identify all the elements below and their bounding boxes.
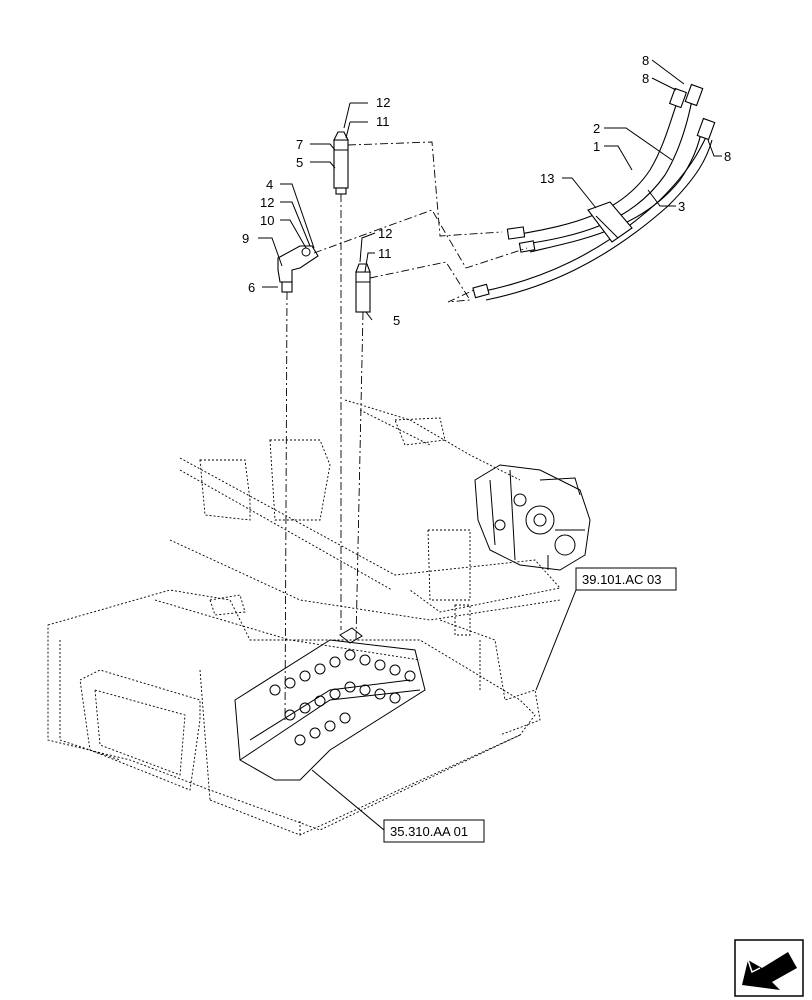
callout-12-top: 12 <box>376 95 390 110</box>
elbow-fitting <box>277 245 319 293</box>
navigation-arrow-icon[interactable] <box>734 939 804 997</box>
callout-5-top: 5 <box>296 155 303 170</box>
callout-3: 3 <box>678 199 685 214</box>
callout-11-top: 11 <box>376 114 390 129</box>
reference-label-top[interactable]: 39.101.AC 03 <box>582 572 662 587</box>
callouts: 12 11 7 5 4 12 10 9 6 12 11 5 8 8 8 2 1 … <box>242 53 731 328</box>
callout-8-a: 8 <box>642 53 649 68</box>
callout-2: 2 <box>593 121 600 136</box>
callout-10: 10 <box>260 213 274 228</box>
callout-1: 1 <box>593 139 600 154</box>
control-valve <box>234 627 426 781</box>
hose-assembly <box>472 83 716 301</box>
callout-5-middle: 5 <box>393 313 400 328</box>
callout-13: 13 <box>540 171 554 186</box>
chassis-frame <box>47 399 561 836</box>
callout-8-c: 8 <box>724 149 731 164</box>
reference-box-bottom[interactable]: 35.310.AA 01 <box>383 819 485 843</box>
callout-8-b: 8 <box>642 71 649 86</box>
callout-12-middle: 12 <box>378 226 392 241</box>
callout-4: 4 <box>266 177 273 192</box>
callout-9: 9 <box>242 231 249 246</box>
phantom-lines <box>284 141 528 721</box>
hydraulic-pump <box>474 464 591 571</box>
callout-7: 7 <box>296 137 303 152</box>
leader-lines <box>258 59 722 831</box>
reference-label-bottom[interactable]: 35.310.AA 01 <box>390 824 468 839</box>
callout-11-middle: 11 <box>378 246 392 261</box>
fitting-middle <box>355 263 371 313</box>
callout-6: 6 <box>248 280 255 295</box>
reference-box-top[interactable]: 39.101.AC 03 <box>575 567 677 591</box>
callout-12-elbow: 12 <box>260 195 274 210</box>
fitting-top <box>333 131 349 195</box>
